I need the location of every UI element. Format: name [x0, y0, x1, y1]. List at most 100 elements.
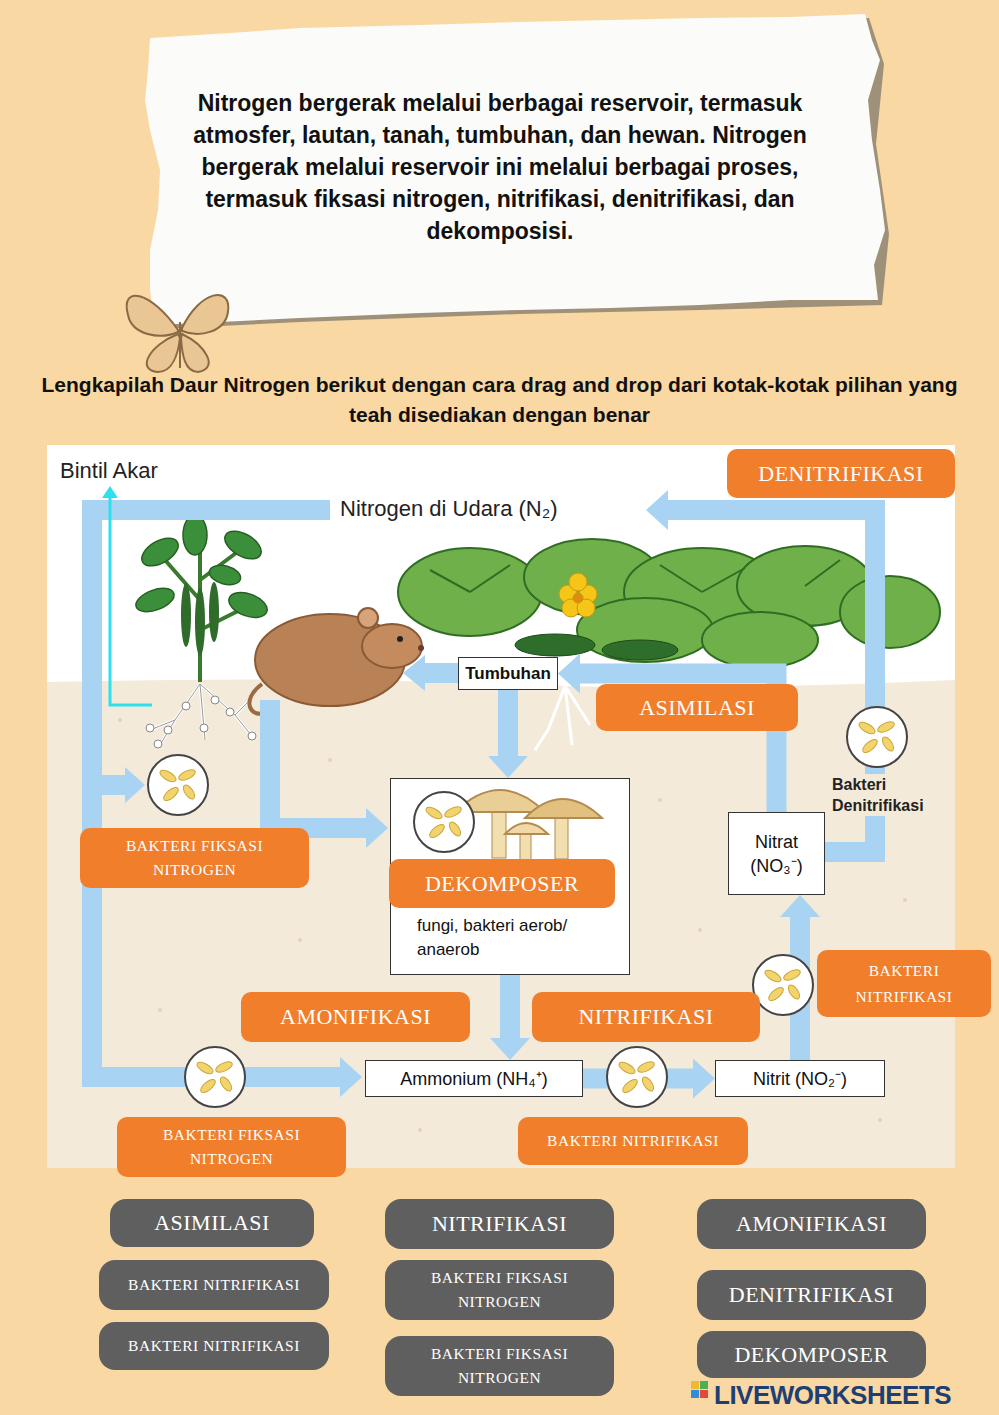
node-text: BAKTERI NITRIFIKASI [128, 1334, 300, 1358]
node-text: BAKTERI NITRIFIKASI [827, 958, 981, 1010]
soil [47, 679, 955, 1168]
node-text: NITRIFIKASI [578, 1004, 713, 1030]
flow-arrowheads [403, 655, 425, 691]
flow-line [498, 690, 518, 756]
node-text: DENITRIFIKASI [758, 461, 923, 487]
option-chip: BAKTERI NITRIFIKASI [99, 1260, 329, 1310]
rodent [249, 608, 424, 714]
node-text: Nitrat (NO₃⁻) [737, 830, 816, 878]
answer-label: NITRIFIKASI [532, 992, 760, 1042]
option-chip: BAKTERI FIKSASI NITROGEN [385, 1260, 614, 1320]
flow-arrow [488, 690, 528, 778]
soil-dots [118, 718, 907, 1132]
node-text: BAKTERI FIKSASI NITROGEN [395, 1266, 604, 1314]
rodent [358, 608, 378, 628]
cucumber-plant [577, 598, 713, 662]
flower [573, 593, 583, 603]
option-chip: AMONIFIKASI [697, 1199, 926, 1249]
legume-plant [183, 515, 207, 555]
node-text: DEKOMPOSER [425, 871, 579, 897]
soil-dots [698, 928, 702, 932]
answer-label: BAKTERI NITRIFIKASI [817, 950, 991, 1017]
arrowhead [693, 1059, 715, 1099]
legume-plant [146, 696, 256, 748]
flow-arrowheads [340, 1057, 362, 1097]
legume-plant [146, 724, 154, 732]
butterfly [147, 334, 180, 372]
soil-dots [328, 758, 332, 762]
nitrogen-flow [92, 510, 875, 1077]
legume-plant [164, 726, 172, 734]
mushrooms [505, 823, 548, 834]
node-text: ASIMILASI [639, 695, 755, 721]
butterfly [181, 334, 209, 372]
legume-plant [248, 732, 256, 740]
legume-plant [150, 684, 255, 745]
legume-plant [209, 582, 219, 642]
soil-dots [158, 1008, 162, 1012]
flow-line [500, 975, 520, 1038]
logo-icon [691, 1381, 699, 1389]
bacteria-circle [414, 792, 474, 852]
legume-plant [154, 740, 162, 748]
process-box: Tumbuhan [458, 657, 558, 690]
bacteria-circle [607, 1047, 667, 1107]
cucumber-plant [840, 576, 940, 648]
node-text: BAKTERI FIKSASI NITROGEN [127, 1123, 336, 1171]
legume-plant [181, 583, 191, 647]
butterfly [179, 322, 181, 368]
logo-icon [700, 1390, 708, 1398]
part-label: Nitrogen di Udara (N₂) [340, 494, 558, 523]
bacteria-circle [753, 955, 813, 1015]
arrowhead [488, 756, 528, 778]
flower [559, 573, 597, 617]
soil-dots [298, 938, 302, 942]
cucumber-plant [430, 560, 840, 592]
flow-arrow [490, 975, 530, 1060]
option-chip: ASIMILASI [110, 1199, 314, 1247]
cucumbers [515, 634, 595, 656]
arrowhead [558, 654, 580, 694]
legume-plant [133, 515, 271, 748]
node-text: NITRIFIKASI [432, 1211, 567, 1237]
soil-dots [878, 1118, 882, 1122]
legume-plant [211, 696, 219, 704]
node-text: DENITRIFIKASI [729, 1282, 894, 1308]
flow-arrowheads [646, 490, 668, 530]
legume-plant [150, 684, 255, 745]
nodule-pointer [102, 486, 118, 498]
soil-dots [418, 1128, 422, 1132]
cucumber-plant [398, 539, 940, 668]
legume-plant [165, 540, 240, 682]
rodent [418, 645, 424, 651]
soil-dots [118, 718, 122, 722]
arrowhead [490, 1038, 530, 1060]
answer-label: DENITRIFIKASI [727, 449, 955, 498]
nitrogen-flow [270, 700, 366, 828]
option-chip: BAKTERI FIKSASI NITROGEN [385, 1336, 614, 1396]
cucumber-plant [702, 612, 818, 668]
answer-label: BAKTERI FIKSASI NITROGEN [117, 1117, 346, 1177]
node-text: Nitrit (NO₂⁻) [753, 1068, 847, 1090]
process-box: Ammonium (NH₄⁺) [365, 1060, 583, 1097]
butterfly [127, 295, 229, 372]
node-text: DEKOMPOSER [734, 1342, 888, 1368]
answer-label: BAKTERI FIKSASI NITROGEN [80, 828, 309, 888]
flower [569, 573, 587, 591]
diagram-panel [47, 445, 955, 1168]
legume-plant [137, 532, 183, 571]
answer-label: AMONIFIKASI [241, 992, 470, 1042]
node-text: BAKTERI FIKSASI NITROGEN [395, 1342, 604, 1390]
process-box: Nitrit (NO₂⁻) [715, 1060, 885, 1097]
option-chip: DEKOMPOSER [697, 1331, 926, 1378]
legume-plant [200, 724, 208, 732]
nitrogen-flow [92, 775, 125, 795]
option-chip: BAKTERI NITRIFIKASI [99, 1322, 329, 1370]
legume-plant [133, 584, 177, 616]
butterfly [182, 295, 228, 334]
legume-plant [225, 588, 270, 622]
bacteria-circle [148, 755, 208, 815]
part-label: Bintil Akar [60, 456, 158, 485]
logo-icon [691, 1390, 699, 1398]
